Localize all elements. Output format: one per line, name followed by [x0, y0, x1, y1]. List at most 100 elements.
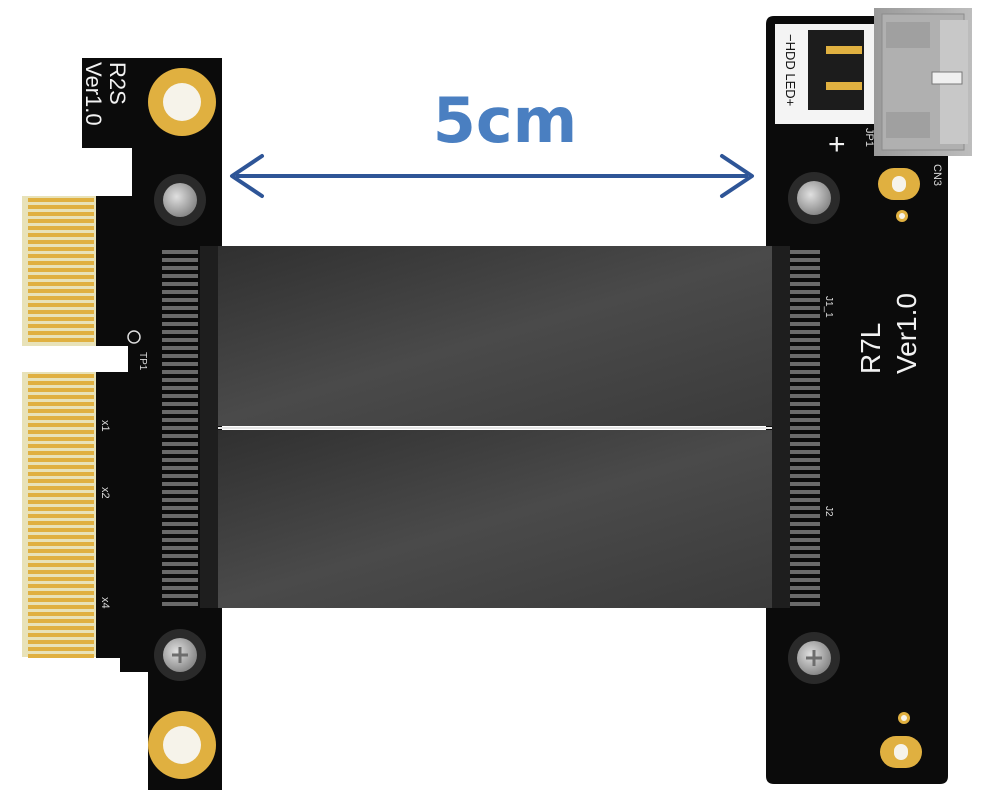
- contact-pin: [162, 562, 198, 566]
- right-pcb-board: −HDD LED+ + JP1 CN3: [766, 8, 972, 784]
- gold-finger: [28, 240, 94, 244]
- contact-pin: [162, 434, 198, 438]
- contact-pin: [790, 578, 820, 582]
- right-board-version: Ver1.0: [891, 293, 922, 374]
- gold-finger: [28, 577, 94, 581]
- contact-pin: [790, 498, 820, 502]
- slot-label-j2: J2: [823, 506, 834, 517]
- screw-right-bottom: [788, 632, 840, 684]
- left-board-version: Ver1.0: [81, 62, 106, 126]
- contact-pin: [162, 418, 198, 422]
- gold-finger: [28, 205, 94, 209]
- gold-finger: [28, 409, 94, 413]
- gold-finger: [28, 430, 94, 434]
- jumper-plus-sign: +: [828, 128, 846, 161]
- contact-pin: [790, 410, 820, 414]
- contact-pin: [790, 418, 820, 422]
- jumper-jp1: −HDD LED+: [775, 24, 875, 124]
- contact-pin: [162, 402, 198, 406]
- connector-label: CN3: [931, 164, 943, 186]
- jumper-label: JP1: [863, 128, 875, 147]
- gold-finger: [28, 268, 94, 272]
- contact-pin: [790, 522, 820, 526]
- gold-finger: [28, 479, 94, 483]
- contact-pin: [162, 322, 198, 326]
- contact-pin: [790, 378, 820, 382]
- gold-finger: [28, 310, 94, 314]
- gold-finger: [28, 514, 94, 518]
- dimension-arrow: [230, 154, 754, 198]
- contact-pin: [162, 266, 198, 270]
- gold-finger: [28, 416, 94, 420]
- gold-fingers: [22, 196, 96, 658]
- gold-finger: [28, 486, 94, 490]
- right-board-name: R7L: [855, 323, 886, 374]
- contact-pin: [162, 394, 198, 398]
- contact-pin: [790, 594, 820, 598]
- gold-finger: [28, 598, 94, 602]
- contact-pin: [162, 250, 198, 254]
- gold-finger: [28, 528, 94, 532]
- contact-pin: [162, 538, 198, 542]
- contact-pin: [162, 546, 198, 550]
- contact-pin: [790, 386, 820, 390]
- gold-finger: [28, 381, 94, 385]
- gold-finger: [28, 423, 94, 427]
- gold-finger: [28, 591, 94, 595]
- gold-finger: [28, 198, 94, 202]
- contact-pin: [162, 274, 198, 278]
- contact-pin: [790, 458, 820, 462]
- gold-finger: [28, 324, 94, 328]
- jumper-pins-label: −HDD LED+: [783, 34, 798, 106]
- gold-finger: [28, 465, 94, 469]
- contact-pin: [162, 442, 198, 446]
- gold-finger: [28, 521, 94, 525]
- contact-pin: [790, 538, 820, 542]
- contact-pin: [162, 554, 198, 558]
- gold-finger: [28, 570, 94, 574]
- contact-pin: [790, 426, 820, 430]
- contact-pin: [790, 602, 820, 606]
- contact-pin: [790, 266, 820, 270]
- contact-pin: [790, 442, 820, 446]
- ribbon-cable: [200, 246, 790, 608]
- contact-pin: [790, 274, 820, 278]
- gold-finger: [28, 493, 94, 497]
- contact-pin: [162, 298, 198, 302]
- slot-label-j1: J1_1: [823, 296, 834, 318]
- contact-pin: [162, 314, 198, 318]
- contact-pin: [790, 346, 820, 350]
- gold-finger: [28, 549, 94, 553]
- contact-pin: [162, 490, 198, 494]
- contact-pin: [162, 514, 198, 518]
- contact-pin: [790, 322, 820, 326]
- contact-pin: [790, 570, 820, 574]
- contact-pin: [162, 410, 198, 414]
- gold-finger: [28, 282, 94, 286]
- contact-pin: [162, 474, 198, 478]
- gold-pad-bottom: [880, 712, 922, 768]
- contact-pin: [790, 258, 820, 262]
- contact-pin: [162, 506, 198, 510]
- gold-finger: [28, 542, 94, 546]
- left-board-name: R2S: [105, 62, 130, 105]
- gold-finger: [28, 303, 94, 307]
- contact-pin: [162, 290, 198, 294]
- contact-pin: [790, 466, 820, 470]
- gold-finger: [28, 605, 94, 609]
- lane-label-x1: x1: [99, 420, 111, 432]
- contact-pin: [162, 354, 198, 358]
- gold-finger: [28, 647, 94, 651]
- gold-finger: [28, 612, 94, 616]
- gold-finger: [28, 338, 94, 342]
- gold-finger: [28, 458, 94, 462]
- contact-pin: [790, 586, 820, 590]
- contact-pin: [162, 426, 198, 430]
- contact-pin: [790, 330, 820, 334]
- contact-pin: [790, 546, 820, 550]
- contact-pin: [162, 450, 198, 454]
- screw-left-top: [154, 174, 206, 226]
- contact-pin: [790, 530, 820, 534]
- contact-pin: [162, 570, 198, 574]
- contact-pin: [790, 490, 820, 494]
